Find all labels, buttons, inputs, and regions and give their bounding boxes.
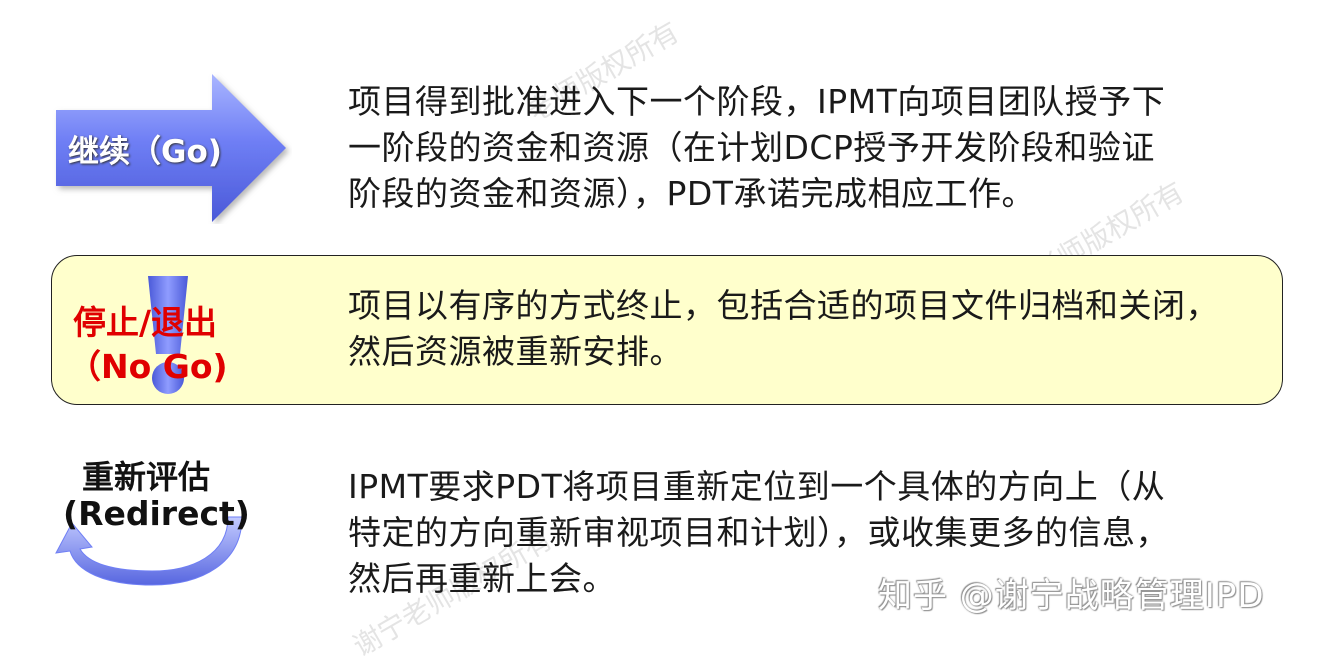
zhihu-watermark: 知乎 @谢宁战略管理IPD [878, 576, 1265, 616]
description-line: 特定的方向重新审视项目和计划），或收集更多的信息， [348, 513, 1169, 552]
description-line: 项目得到批准进入下一个阶段，IPMT向项目团队授予下 [348, 82, 1166, 121]
redirect-description: IPMT要求PDT将项目重新定位到一个具体的方向上（从 特定的方向重新审视项目和… [348, 464, 1169, 602]
redirect-label-line2: (Redirect) [63, 494, 250, 533]
go-arrow-icon [52, 72, 292, 228]
nogo-description: 项目以有序的方式终止，包括合适的项目文件归档和关闭， 然后资源被重新安排。 [348, 283, 1219, 375]
description-line: 然后再重新上会。 [348, 559, 616, 598]
redirect-label-line1: 重新评估 [82, 458, 211, 496]
description-line: 一阶段的资金和资源（在计划DCP授予开发阶段和验证 [348, 128, 1155, 167]
description-line: 然后资源被重新安排。 [348, 332, 683, 371]
exclamation-icon [140, 272, 196, 406]
nogo-panel [51, 255, 1283, 405]
nogo-label-line2: （No Go) [68, 347, 228, 386]
description-line: 阶段的资金和资源），PDT承诺完成相应工作。 [348, 174, 1035, 213]
go-label: 继续（Go) [68, 134, 222, 170]
description-line: IPMT要求PDT将项目重新定位到一个具体的方向上（从 [348, 467, 1166, 506]
go-description: 项目得到批准进入下一个阶段，IPMT向项目团队授予下 一阶段的资金和资源（在计划… [348, 79, 1165, 217]
description-line: 项目以有序的方式终止，包括合适的项目文件归档和关闭， [348, 286, 1219, 325]
nogo-label-line1: 停止/退出 [73, 303, 218, 342]
circular-arrow-icon [52, 505, 252, 599]
